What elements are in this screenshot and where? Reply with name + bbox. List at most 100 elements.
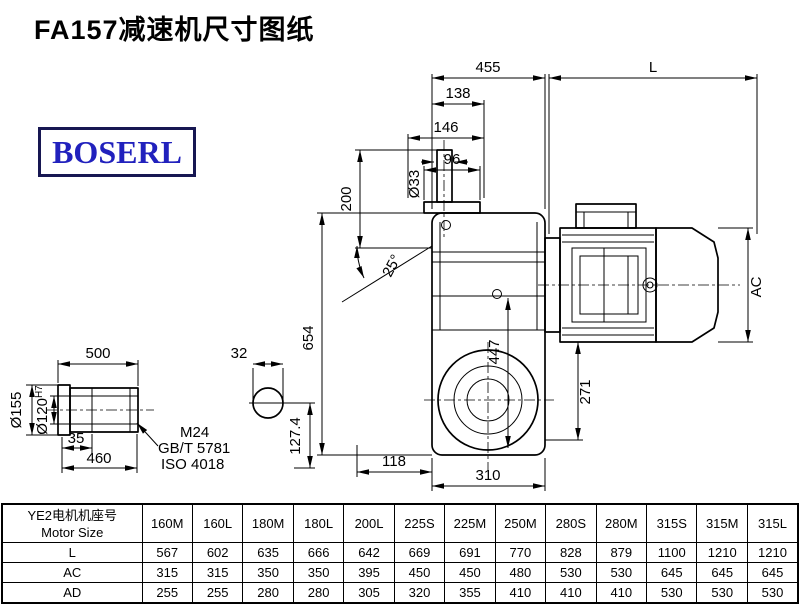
dimension-value: 602	[191, 542, 244, 563]
row-label: AD	[1, 582, 143, 604]
dimension-value: 350	[292, 562, 345, 583]
shaft-cross-section-view	[249, 387, 287, 419]
motor-size-cell: 225M	[444, 503, 496, 543]
dimension-lines	[29, 75, 757, 489]
dim-310: 310	[475, 467, 500, 484]
dimension-value: 280	[292, 582, 345, 604]
motor-view	[538, 203, 740, 343]
dim-118: 118	[382, 453, 406, 470]
dimension-value: 879	[595, 542, 648, 563]
label-standard-iso: ISO 4018	[161, 456, 224, 473]
shaft-body	[69, 387, 139, 433]
dimension-value: 645	[746, 562, 799, 583]
dim-138: 138	[445, 85, 470, 102]
dim-bore-diameter-value: Ø120	[34, 398, 51, 435]
motor-size-cell: 180L	[292, 503, 345, 543]
dimension-value: 305	[343, 582, 395, 604]
dimension-value: 1210	[696, 542, 748, 563]
brand-logo: BOSERL	[38, 127, 196, 177]
page-title: FA157减速机尺寸图纸	[34, 15, 315, 45]
dim-447: 447	[486, 339, 503, 364]
motor-size-cell: 200L	[343, 503, 395, 543]
dimension-value: 315	[141, 562, 193, 583]
dim-96: 96	[444, 151, 461, 168]
label-standard-gb: GB/T 5781	[158, 440, 230, 457]
dimension-value: 635	[242, 542, 294, 563]
dimension-value: 691	[444, 542, 496, 563]
bolt-hole	[441, 220, 451, 230]
dimension-value: 645	[646, 562, 698, 583]
dim-654: 654	[300, 325, 317, 350]
dimension-value: 828	[545, 542, 597, 563]
bolt-hole	[492, 289, 502, 299]
dim-146: 146	[433, 119, 458, 136]
dimension-value: 395	[343, 562, 395, 583]
motor-size-cell: 280S	[545, 503, 597, 543]
extension-lines	[26, 74, 758, 491]
motor-size-cell: 160L	[191, 503, 244, 543]
motor-size-cell: 180M	[242, 503, 294, 543]
dim-bore-diameter-120H7: Ø120H7	[34, 385, 51, 435]
dimension-value: 530	[696, 582, 748, 604]
header-motor-size-cn: YE2电机机座号	[27, 507, 118, 523]
dim-200: 200	[338, 186, 355, 211]
dim-motor-diameter-AC: AC	[748, 276, 765, 297]
dimension-value: 355	[444, 582, 496, 604]
dimension-labels: 455 L 138 146 96 Ø33 200 25° 654 447 AC …	[8, 59, 765, 484]
dimension-value: 450	[393, 562, 446, 583]
dimension-value: 770	[494, 542, 547, 563]
dim-shaft-diameter-33: Ø33	[406, 170, 423, 198]
dimension-value: 1210	[746, 542, 799, 563]
dimension-value: 530	[545, 562, 597, 583]
dimension-value: 410	[545, 582, 597, 604]
motor-size-cell: 315L	[746, 503, 799, 543]
dimension-value: 450	[444, 562, 496, 583]
dimension-value: 410	[595, 582, 648, 604]
dimension-value: 567	[141, 542, 193, 563]
dim-32: 32	[231, 345, 248, 362]
dim-outer-diameter-155: Ø155	[8, 392, 25, 429]
dim-455: 455	[475, 59, 500, 76]
gearbox-front-view	[423, 140, 554, 470]
header-motor-size-en: Motor Size	[41, 524, 104, 540]
top-shaft	[436, 149, 453, 203]
motor-size-cell: 160M	[141, 503, 193, 543]
dimension-value: 350	[242, 562, 294, 583]
dimension-value: 280	[242, 582, 294, 604]
dimension-value: 642	[343, 542, 395, 563]
dim-271: 271	[577, 379, 594, 404]
hollow-shaft-side-view	[46, 384, 154, 436]
motor-size-cell: 280M	[595, 503, 648, 543]
dimension-value: 315	[191, 562, 244, 583]
dimension-value: 255	[141, 582, 193, 604]
output-bore	[453, 365, 523, 435]
dimension-value: 1100	[646, 542, 698, 563]
label-bolt-m24: M24	[180, 424, 209, 441]
dimension-value: 645	[696, 562, 748, 583]
motor-size-cell: 315M	[696, 503, 748, 543]
dimension-value: 666	[292, 542, 345, 563]
dim-460: 460	[86, 450, 111, 467]
housing-outline	[431, 212, 546, 456]
row-label: L	[1, 542, 143, 563]
dim-motor-length-L: L	[649, 59, 657, 76]
dim-35: 35	[68, 430, 85, 447]
row-label: AC	[1, 562, 143, 583]
dim-bore-tolerance: H7	[34, 385, 45, 398]
dimension-value: 530	[595, 562, 648, 583]
fan-cover	[655, 227, 719, 343]
motor-size-cell: 225S	[393, 503, 446, 543]
terminal-box	[575, 203, 637, 229]
dim-angle-25: 25°	[379, 252, 405, 280]
dim-500: 500	[85, 345, 110, 362]
dimension-value: 669	[393, 542, 446, 563]
dimension-value: 480	[494, 562, 547, 583]
dim-127-4: 127.4	[287, 417, 304, 455]
brand-logo-text: BOSERL	[52, 133, 182, 170]
